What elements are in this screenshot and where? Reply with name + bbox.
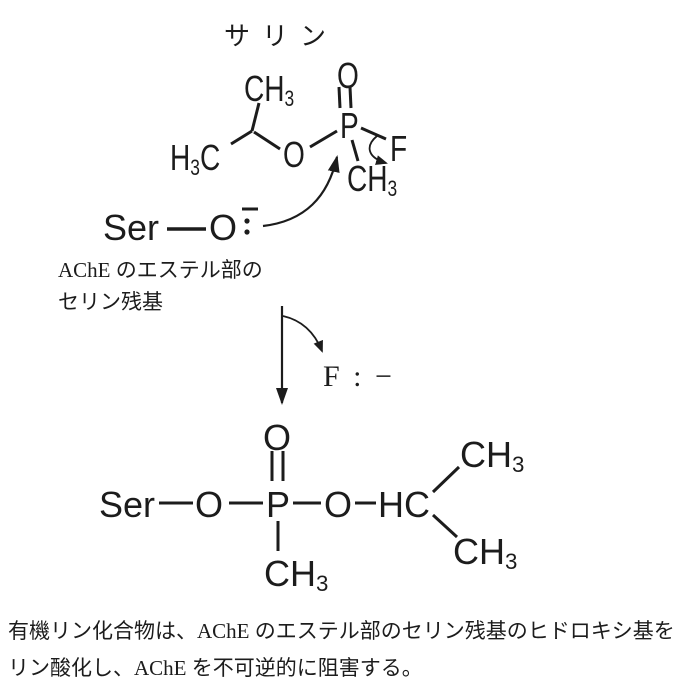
product-ch3-lower-label: CH3	[453, 531, 518, 574]
product-p-ch3-label: CH3	[264, 553, 329, 596]
double-bond-p-o-2	[348, 86, 353, 109]
serine-caption-line2: セリン残基	[58, 290, 163, 314]
double-bond-p-o-1	[337, 86, 342, 109]
serine-o-label: O	[209, 207, 238, 248]
bond-isopropyl-h3c	[230, 129, 253, 146]
serine-ser-label: Ser	[103, 207, 160, 248]
nucleophilic-attack-arrow	[262, 155, 340, 228]
serine-caption-line1: AChE のエステル部の	[58, 258, 263, 282]
fluoride-leaving-group-label: F : −	[323, 360, 395, 393]
bond-hc-ch3-lower	[431, 513, 459, 539]
product-p-label: P	[266, 484, 291, 525]
leaving-group-branch-arrow	[282, 315, 323, 353]
sarin-f-label: F	[390, 128, 408, 169]
lone-pair-dot-top	[244, 218, 250, 224]
sarin-carbonyl-o-label: O	[337, 55, 359, 96]
sarin-p-label: P	[340, 105, 359, 146]
bond-p-f	[360, 126, 387, 141]
footer-caption-line1: 有機リン化合物は、AChE のエステル部のセリン残基のヒドロキシ基を	[8, 619, 675, 643]
product-hc-label: HC	[378, 484, 430, 525]
product-o-right-label: O	[324, 484, 353, 525]
bond-isopropyl-ch3-top	[250, 102, 261, 132]
product-ch3-upper-label: CH3	[460, 434, 525, 477]
sarin-ch3-top-label: CH3	[244, 68, 295, 111]
footer-caption-line2: リン酸化し、AChE を不可逆的に阻害する。	[8, 656, 423, 680]
bond-isopropyl-esterO	[253, 130, 281, 151]
sarin-h3c-label: H3C	[170, 137, 221, 180]
bond-esterO-p	[309, 129, 338, 149]
sarin-ester-o-label: O	[283, 134, 305, 175]
lone-pair-dot-bottom	[244, 229, 250, 235]
electron-push-arrow-to-f	[368, 135, 388, 165]
sarin-p-ch3-label: CH3	[347, 158, 398, 201]
product-top-o-label: O	[263, 417, 292, 458]
bond-p-ch3	[350, 139, 360, 162]
product-o-left-label: O	[195, 484, 224, 525]
figure-title: サリン	[224, 22, 339, 51]
product-ser-label: Ser	[99, 484, 156, 525]
bond-hc-ch3-upper	[431, 465, 461, 494]
